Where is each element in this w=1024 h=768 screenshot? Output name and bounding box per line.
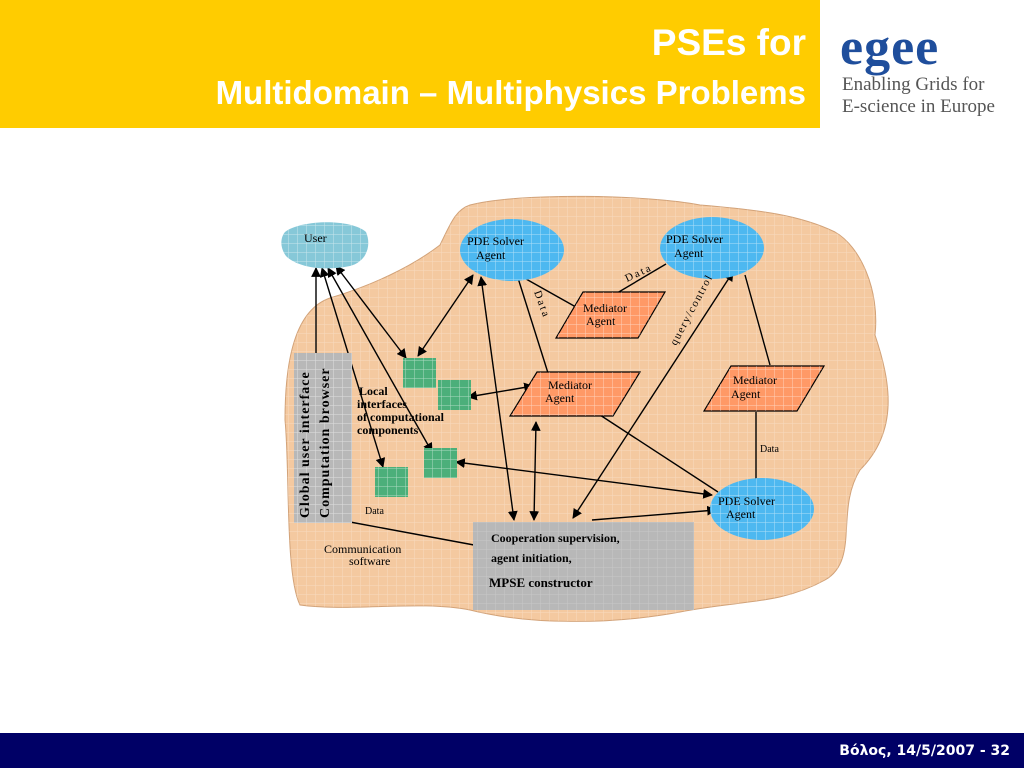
egee-logo: egee Enabling Grids for E-science in Eur… [840,20,995,117]
mediator-2-line1: Mediator [548,378,592,392]
logo-tagline-line1: Enabling Grids for [842,74,985,95]
svg-text:interfaces: interfaces [357,397,407,411]
pde-solver-agent-1: PDE Solver Agent [460,219,564,281]
local-component-1 [403,358,436,388]
user-node: User [281,222,369,269]
mediator-agent-3: Mediator Agent [702,365,826,412]
svg-text:Local: Local [359,384,388,398]
local-component-2 [438,380,471,410]
cooperation-supervision-panel: Cooperation supervision, agent initiatio… [473,522,694,610]
footer-bar: Βόλος, 14/5/2007 - 32 [0,733,1024,768]
comm-software-line2: software [349,554,390,568]
data-label-2: Data [760,444,779,455]
pde-solver-1-line2: Agent [476,248,506,262]
title-banner: PSEs for Multidomain – Multiphysics Prob… [0,0,820,128]
global-user-interface-panel: Global user interface Computation browse… [294,353,352,523]
slide-title-line1: PSEs for [651,22,806,63]
slide-title-line2: Multidomain – Multiphysics Problems [215,74,806,111]
mediator-3-line2: Agent [731,387,761,401]
pde-solver-3-line2: Agent [726,507,756,521]
gui-label-line2: Computation browser [318,367,333,518]
mediator-agent-2: Mediator Agent [508,371,642,417]
logo-tagline-line2: E-science in Europe [842,96,995,117]
comm-software-line1: Communication [324,542,401,556]
svg-text:components: components [357,423,419,437]
pde-solver-2-line1: PDE Solver [666,232,723,246]
cooperation-line1: Cooperation supervision, [491,531,620,545]
pde-solver-1-line1: PDE Solver [467,234,524,248]
mediator-1-line1: Mediator [583,301,627,315]
svg-text:of computational: of computational [357,410,445,424]
pde-solver-3-line1: PDE Solver [718,494,775,508]
mediator-3-line1: Mediator [733,373,777,387]
mediator-1-line2: Agent [586,314,616,328]
gui-label-line1: Global user interface [298,371,313,518]
mediator-agent-1: Mediator Agent [554,291,667,339]
local-interfaces-label: Local interfaces of computational compon… [357,384,445,437]
data-label-1: Data [365,506,384,517]
pde-solver-agent-2: PDE Solver Agent [660,217,764,279]
cooperation-line3: MPSE constructor [489,575,593,590]
local-component-3 [424,448,457,478]
pde-solver-agent-3: PDE Solver Agent [710,478,814,540]
footer-text: Βόλος, 14/5/2007 - 32 [839,743,1010,759]
mediator-2-line2: Agent [545,391,575,405]
user-label: User [304,231,327,245]
cooperation-line2: agent initiation, [491,551,572,565]
local-component-4 [375,467,408,497]
pde-solver-2-line2: Agent [674,246,704,260]
logo-wordmark: egee [840,20,939,76]
